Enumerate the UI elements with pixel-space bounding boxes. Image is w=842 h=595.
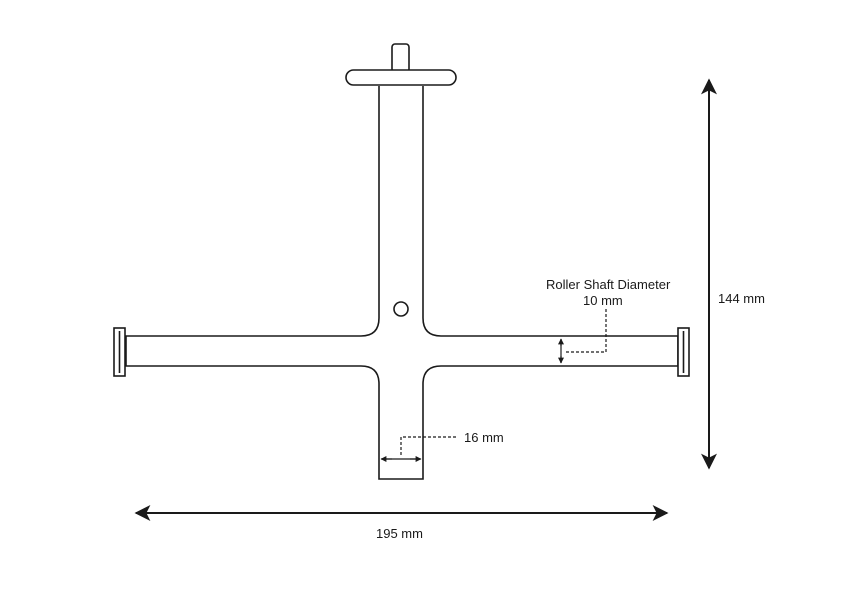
right-end-cap xyxy=(677,327,690,377)
total-length-label: 195 mm xyxy=(376,526,423,541)
top-cap xyxy=(345,69,457,86)
stem-width-label: 16 mm xyxy=(464,430,504,445)
center-hole xyxy=(393,301,409,317)
total-height-label: 144 mm xyxy=(718,291,765,306)
roller-shaft-title-label: Roller Shaft Diameter xyxy=(546,277,671,292)
top-knob xyxy=(391,43,410,73)
roller-shaft-dimension xyxy=(558,308,607,364)
stem-width-dimension xyxy=(380,436,458,462)
left-end-cap xyxy=(113,327,126,377)
cross-body-outline xyxy=(125,86,679,480)
roller-shaft-value-label: 10 mm xyxy=(583,293,623,308)
